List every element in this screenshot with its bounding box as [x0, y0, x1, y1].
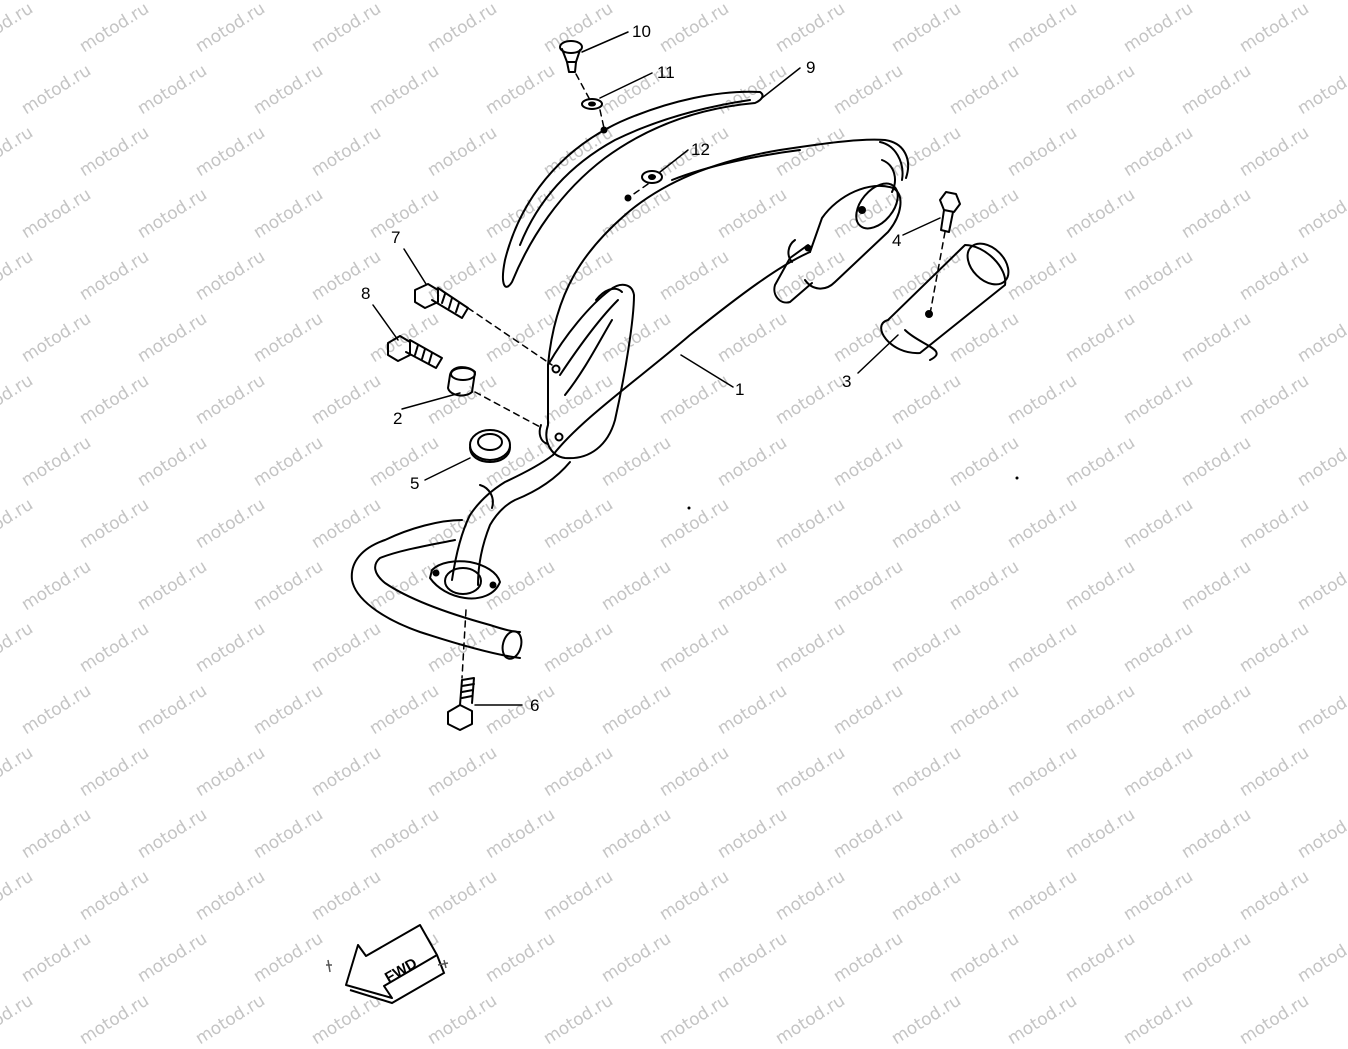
- callout-9: 9: [806, 58, 815, 77]
- specks: [687, 476, 1019, 510]
- collar-part-2: [447, 366, 476, 397]
- bolt-part-7: [414, 283, 469, 319]
- callout-3: 3: [842, 372, 851, 391]
- callout-8: 8: [361, 284, 370, 303]
- callout-2: 2: [393, 409, 402, 428]
- washer-part-12: [641, 170, 663, 184]
- callout-7: 7: [391, 228, 400, 247]
- exhaust-pipe-part-1: [350, 138, 910, 660]
- bolt-part-8: [387, 335, 443, 369]
- callout-numbers: 1 2 3 4 5 6 7 8 9 10 11 12: [361, 22, 901, 715]
- callout-10: 10: [632, 22, 651, 41]
- washer-part-11: [581, 98, 603, 110]
- gasket-part-5: [469, 429, 511, 463]
- alignment-lines: [461, 73, 946, 679]
- callout-5: 5: [410, 474, 419, 493]
- callout-12: 12: [691, 140, 710, 159]
- leader-lines: [372, 31, 941, 706]
- screw-part-10: [559, 40, 583, 73]
- heat-guard-part-9: [502, 90, 764, 288]
- exploded-view-drawing: 1 2 3 4 5 6 7 8 9 10 11 12 FWD: [326, 22, 1019, 1005]
- fwd-arrow: FWD: [326, 924, 449, 1005]
- clamp-part-3: [880, 242, 1010, 361]
- bolt-part-4: [939, 191, 961, 233]
- callout-1: 1: [735, 380, 744, 399]
- callout-4: 4: [892, 231, 901, 250]
- callout-11: 11: [657, 63, 675, 82]
- callout-6: 6: [530, 696, 539, 715]
- bolt-part-6: [447, 677, 475, 731]
